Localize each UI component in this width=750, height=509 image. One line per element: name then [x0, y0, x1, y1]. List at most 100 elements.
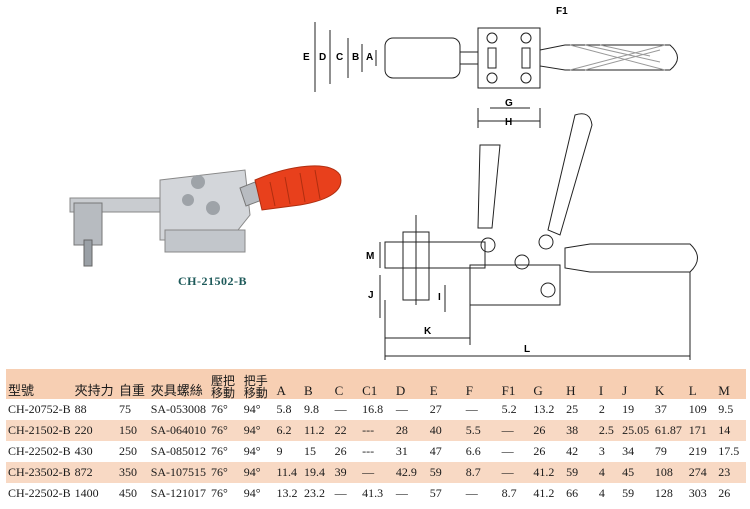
table-cell: —: [360, 462, 394, 483]
table-cell: 109: [686, 399, 717, 420]
table-cell: 5.2: [499, 399, 532, 420]
table-cell: 94°: [241, 483, 275, 504]
table-cell: —: [499, 441, 532, 462]
dim-label-b: B: [352, 52, 359, 63]
table-cell: —: [499, 420, 532, 441]
dim-label-k: K: [424, 326, 432, 337]
header-cell: B: [301, 369, 333, 399]
table-cell: —: [332, 399, 361, 420]
table-cell: 59: [427, 462, 464, 483]
table-cell: 4: [596, 483, 621, 504]
header-cell: 夾持力: [72, 369, 117, 399]
table-cell: 27: [427, 399, 464, 420]
table-cell: 75: [116, 399, 149, 420]
table-cell: 274: [686, 462, 717, 483]
technical-drawing: E D C B A F1 G H M J I K L: [69, 6, 698, 360]
top-view: [314, 22, 678, 128]
header-cell: F: [463, 369, 500, 399]
table-cell: SA-107515: [148, 462, 209, 483]
table-cell: 94°: [241, 462, 275, 483]
table-cell: —: [393, 483, 428, 504]
dim-label-l: L: [524, 344, 530, 355]
table-cell: 94°: [241, 441, 275, 462]
table-cell: 79: [652, 441, 687, 462]
table-cell: 17.5: [716, 441, 746, 462]
table-cell: 1400: [72, 483, 117, 504]
table-cell: 2.5: [596, 420, 621, 441]
table-cell: 19.4: [301, 462, 333, 483]
table-cell: 37: [652, 399, 687, 420]
table-cell: 22: [332, 420, 361, 441]
table-cell: 220: [72, 420, 117, 441]
table-cell: 26: [332, 441, 361, 462]
table-cell: CH-22502-B: [6, 441, 73, 462]
table-cell: SA-085012: [148, 441, 209, 462]
clamp-photo: [69, 165, 342, 267]
table-cell: 219: [686, 441, 717, 462]
table-cell: 26: [531, 441, 565, 462]
table-cell: 76°: [208, 399, 242, 420]
table-cell: —: [393, 399, 428, 420]
header-cell: 把手移動: [241, 369, 275, 399]
table-cell: 23.2: [301, 483, 333, 504]
table-cell: 26: [531, 420, 565, 441]
table-cell: 34: [620, 441, 653, 462]
table-cell: CH-22502-B: [6, 483, 73, 504]
table-cell: 9.5: [716, 399, 746, 420]
header-cell: 型號: [6, 369, 73, 399]
table-cell: 47: [427, 441, 464, 462]
table-cell: 150: [116, 420, 149, 441]
table-cell: —: [463, 483, 500, 504]
dim-label-g: G: [505, 98, 513, 109]
table-cell: 94°: [241, 399, 275, 420]
table-cell: 59: [564, 462, 597, 483]
table-cell: 5.5: [463, 420, 500, 441]
table-cell: 94°: [241, 420, 275, 441]
table-cell: 45: [620, 462, 653, 483]
header-cell: A: [274, 369, 302, 399]
header-cell: 自重: [116, 369, 149, 399]
header-cell: 夾具螺絲: [148, 369, 209, 399]
table-cell: 8.7: [463, 462, 500, 483]
table-cell: 171: [686, 420, 717, 441]
table-cell: 430: [72, 441, 117, 462]
side-view-labels: M J I K L: [366, 251, 530, 355]
table-cell: 28: [393, 420, 428, 441]
table-cell: 23: [716, 462, 746, 483]
header-cell: G: [531, 369, 565, 399]
header-cell: K: [652, 369, 687, 399]
table-cell: CH-20752-B: [6, 399, 73, 420]
table-cell: 25.05: [620, 420, 653, 441]
table-cell: 31: [393, 441, 428, 462]
table-cell: 6.6: [463, 441, 500, 462]
table-cell: 16.8: [360, 399, 394, 420]
top-view-labels: E D C B A F1 G H: [303, 6, 568, 128]
table-cell: 8.7: [499, 483, 532, 504]
table-cell: 88: [72, 399, 117, 420]
table-cell: —: [463, 399, 500, 420]
dim-label-a: A: [366, 52, 373, 63]
table-cell: 41.3: [360, 483, 394, 504]
table-cell: 42: [564, 441, 597, 462]
header-cell: L: [686, 369, 717, 399]
table-cell: CH-23502-B: [6, 462, 73, 483]
table-cell: —: [499, 462, 532, 483]
table-cell: 128: [652, 483, 687, 504]
table-cell: 9.8: [301, 399, 333, 420]
table-cell: 13.2: [274, 483, 302, 504]
table-cell: 2: [596, 399, 621, 420]
table-cell: 41.2: [531, 483, 565, 504]
table-cell: 872: [72, 462, 117, 483]
dim-label-h: H: [505, 117, 512, 128]
table-cell: 39: [332, 462, 361, 483]
dim-label-d: D: [319, 52, 326, 63]
header-cell: M: [716, 369, 746, 399]
table-cell: 76°: [208, 441, 242, 462]
table-cell: 76°: [208, 420, 242, 441]
table-cell: 66: [564, 483, 597, 504]
table-cell: 38: [564, 420, 597, 441]
